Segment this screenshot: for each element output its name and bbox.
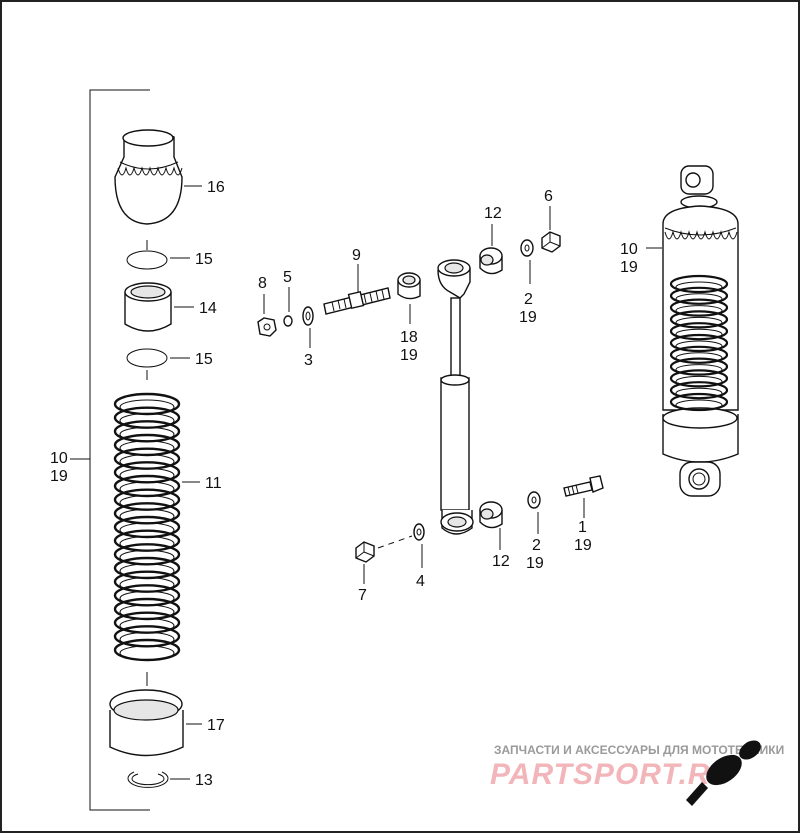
part-18-bushing bbox=[397, 272, 421, 300]
watermark-tagline: ЗАПЧАСТИ И АКСЕССУАРЫ ДЛЯ МОТОТЕХНИКИ bbox=[494, 743, 784, 757]
part-14-bushing bbox=[124, 282, 172, 332]
group-bracket-left bbox=[70, 89, 150, 811]
label-9: 9 bbox=[352, 247, 361, 264]
label-1: 1 bbox=[578, 519, 587, 536]
label-19-right: 19 bbox=[620, 259, 638, 276]
spring-coil-inner bbox=[675, 352, 723, 364]
spring-coil-inner bbox=[675, 281, 723, 293]
label-2-lower-19: 19 bbox=[526, 555, 544, 572]
spring-coil-inner bbox=[119, 645, 175, 661]
spring-coil-inner bbox=[675, 399, 723, 411]
label-14: 14 bbox=[199, 300, 217, 317]
label-16: 16 bbox=[207, 179, 225, 196]
spring-coil-inner bbox=[675, 316, 723, 328]
watermark-brand: PARTSPORT.RU bbox=[490, 758, 733, 791]
part-16-upper-cover bbox=[114, 129, 183, 225]
label-1-19: 19 bbox=[574, 537, 592, 554]
part-1-bolt bbox=[563, 475, 604, 497]
label-15-upper: 15 bbox=[195, 251, 213, 268]
label-17: 17 bbox=[207, 717, 225, 734]
label-group-10: 10 bbox=[50, 450, 68, 467]
watermark: ЗАПЧАСТИ И АКСЕССУАРЫ ДЛЯ МОТОТЕХНИКИ PA… bbox=[490, 740, 784, 806]
spring-coil-inner bbox=[675, 364, 723, 376]
complete-shock-assembly bbox=[662, 165, 739, 497]
label-13: 13 bbox=[195, 772, 213, 789]
part-4-washer bbox=[413, 523, 425, 541]
label-4: 4 bbox=[416, 573, 425, 590]
label-10-right: 10 bbox=[620, 241, 638, 258]
label-5: 5 bbox=[283, 269, 292, 286]
spring-coil-inner bbox=[675, 387, 723, 399]
label-group-19: 19 bbox=[50, 468, 68, 485]
complete-shock-spring bbox=[669, 274, 729, 412]
part-3-washer bbox=[302, 306, 314, 326]
spring-coil-inner bbox=[675, 340, 723, 352]
label-7: 7 bbox=[358, 587, 367, 604]
part-6-cap-nut bbox=[541, 231, 561, 253]
label-12-upper: 12 bbox=[484, 205, 502, 222]
part-9-stud bbox=[323, 287, 391, 315]
center-shock-absorber bbox=[437, 259, 474, 535]
label-2-lower: 2 bbox=[532, 537, 541, 554]
spring-coil-inner bbox=[675, 305, 723, 317]
part-12-bushing-upper bbox=[479, 247, 503, 275]
label-18-19: 19 bbox=[400, 347, 418, 364]
label-2-upper-19: 19 bbox=[519, 309, 537, 326]
part-5-washer bbox=[283, 315, 293, 327]
spring-coil-inner bbox=[675, 375, 723, 387]
part-8-nut bbox=[257, 317, 277, 337]
label-6: 6 bbox=[544, 188, 553, 205]
spring-coil-inner bbox=[675, 328, 723, 340]
label-12-lower: 12 bbox=[492, 553, 510, 570]
watermark-logo bbox=[686, 740, 761, 806]
label-15-lower: 15 bbox=[195, 351, 213, 368]
label-2-upper: 2 bbox=[524, 291, 533, 308]
part-2-washer-upper bbox=[520, 239, 534, 257]
part-11-coil-spring bbox=[113, 392, 181, 662]
label-8: 8 bbox=[258, 275, 267, 292]
part-15-ring-lower bbox=[126, 348, 168, 380]
label-11: 11 bbox=[205, 475, 222, 492]
part-13-snap-ring bbox=[127, 771, 169, 788]
spring-coil-inner bbox=[675, 293, 723, 305]
label-18: 18 bbox=[400, 329, 418, 346]
label-3: 3 bbox=[304, 352, 313, 369]
part-7-nut bbox=[355, 541, 375, 563]
part-12-bushing-lower bbox=[479, 501, 503, 529]
part-2-washer-lower bbox=[527, 491, 541, 509]
part-15-ring-upper bbox=[126, 240, 168, 270]
part-17-lower-cup bbox=[109, 689, 184, 757]
